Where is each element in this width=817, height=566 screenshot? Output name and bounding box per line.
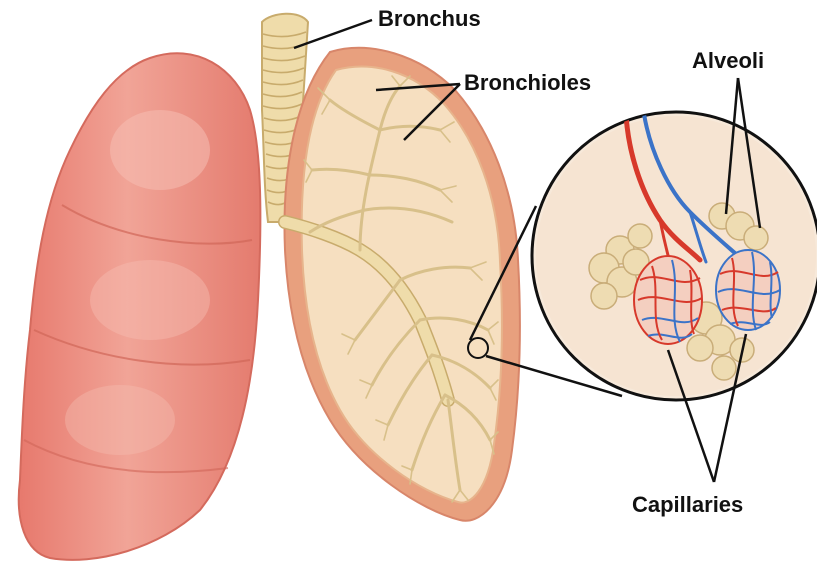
label-alveoli: Alveoli [692,50,764,72]
label-bronchioles: Bronchioles [464,72,591,94]
label-bronchus: Bronchus [378,8,481,30]
capillary-network-left [634,256,702,344]
right-lung-section [285,48,520,521]
alveoli-magnified-view [532,112,817,400]
left-lung [19,53,261,560]
label-capillaries: Capillaries [632,494,743,516]
capillary-network-right [716,250,780,330]
